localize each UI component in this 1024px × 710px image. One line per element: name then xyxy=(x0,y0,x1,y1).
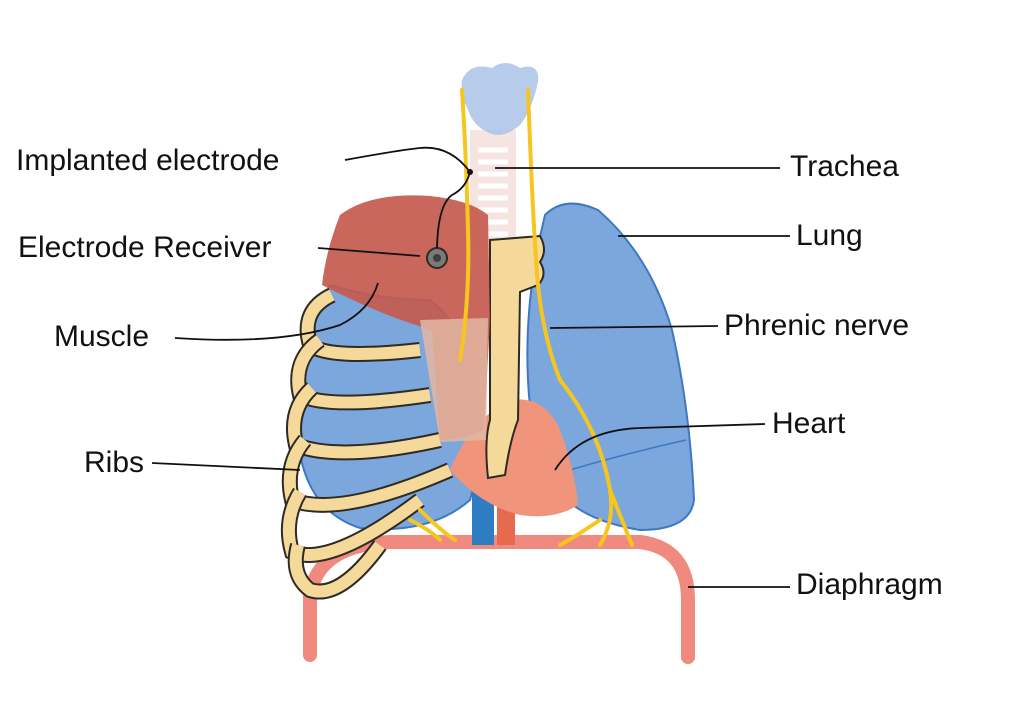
leader-heart xyxy=(554,423,766,471)
leader-ribs xyxy=(151,462,301,471)
leader-phrenic-nerve xyxy=(549,325,719,329)
label-phrenic-nerve: Phrenic nerve xyxy=(724,309,909,342)
sternum xyxy=(485,234,545,480)
larynx xyxy=(461,63,539,135)
diaphragm xyxy=(303,535,695,664)
label-lung: Lung xyxy=(796,219,863,252)
label-implanted-electrode: Implanted electrode xyxy=(16,144,280,177)
leader-electrode-receiver xyxy=(317,247,421,257)
label-ribs: Ribs xyxy=(84,446,144,479)
label-diaphragm: Diaphragm xyxy=(796,568,943,601)
right-lung-lobe-line xyxy=(569,439,687,471)
ribs xyxy=(280,287,454,600)
leader-lines xyxy=(151,146,790,588)
label-muscle: Muscle xyxy=(54,320,149,353)
leader-muscle xyxy=(174,282,379,341)
label-trachea: Trachea xyxy=(790,150,899,183)
label-heart: Heart xyxy=(772,407,846,440)
label-electrode-receiver: Electrode Receiver xyxy=(18,231,271,264)
phrenic-nerves xyxy=(408,88,634,547)
electrode-lead xyxy=(436,171,471,249)
leader-implanted-electrode xyxy=(344,146,471,173)
muscle-lower xyxy=(420,318,488,442)
